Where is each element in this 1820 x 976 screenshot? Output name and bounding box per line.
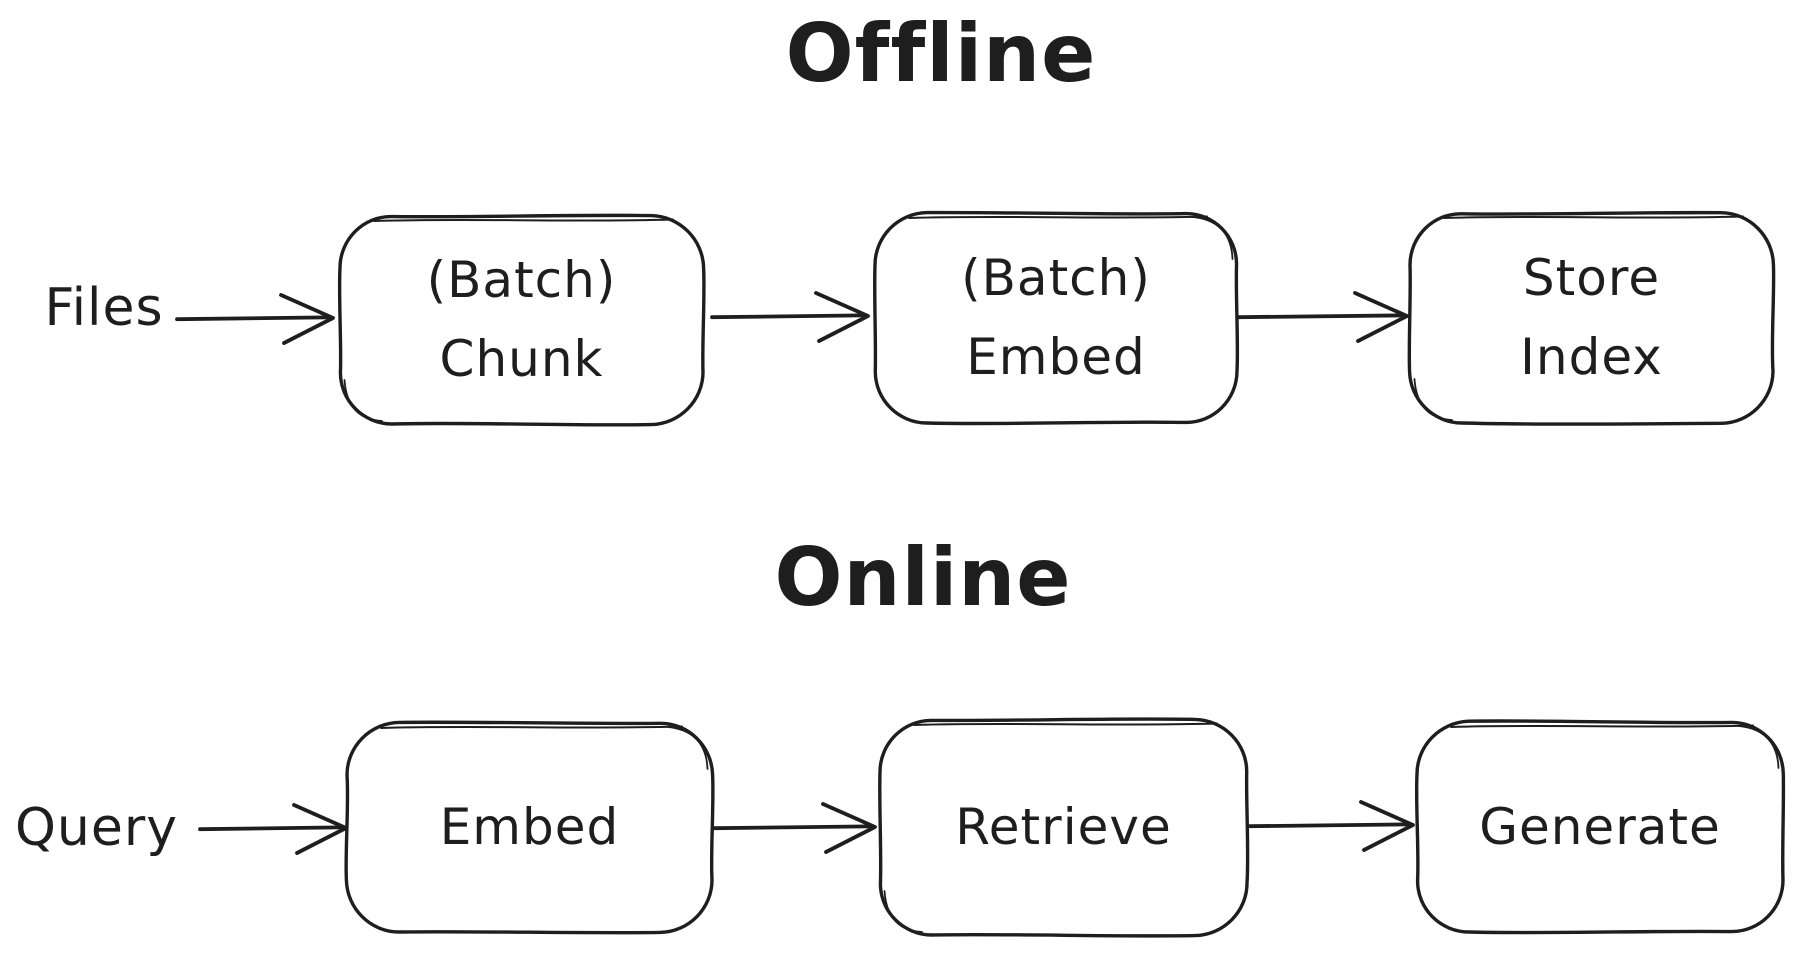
flow-arrow [198, 803, 348, 855]
input-label-files: Files [44, 278, 164, 338]
section-title-online: Online [774, 531, 1072, 624]
flow-arrow [1248, 800, 1415, 852]
flow-arrow [1236, 291, 1409, 343]
flow-arrow [712, 802, 877, 854]
node-batch-chunk: (Batch) Chunk [426, 251, 617, 388]
input-label-query: Query [15, 798, 179, 858]
node-batch-embed: (Batch) Embed [961, 249, 1151, 386]
flow-box-outline [1414, 719, 1786, 935]
flow-arrow [175, 293, 335, 345]
node-store-index: Store Index [1520, 249, 1663, 386]
section-title-offline: Offline [785, 7, 1097, 100]
node-generate: Generate [1479, 797, 1721, 856]
node-embed: Embed [439, 798, 620, 856]
node-retrieve: Retrieve [955, 798, 1172, 856]
flow-box-outline [873, 210, 1240, 426]
flow-arrow [710, 291, 870, 343]
flow-box-outline [337, 213, 706, 427]
flow-box-outline [1407, 210, 1776, 426]
flow-box-outline [878, 717, 1250, 938]
